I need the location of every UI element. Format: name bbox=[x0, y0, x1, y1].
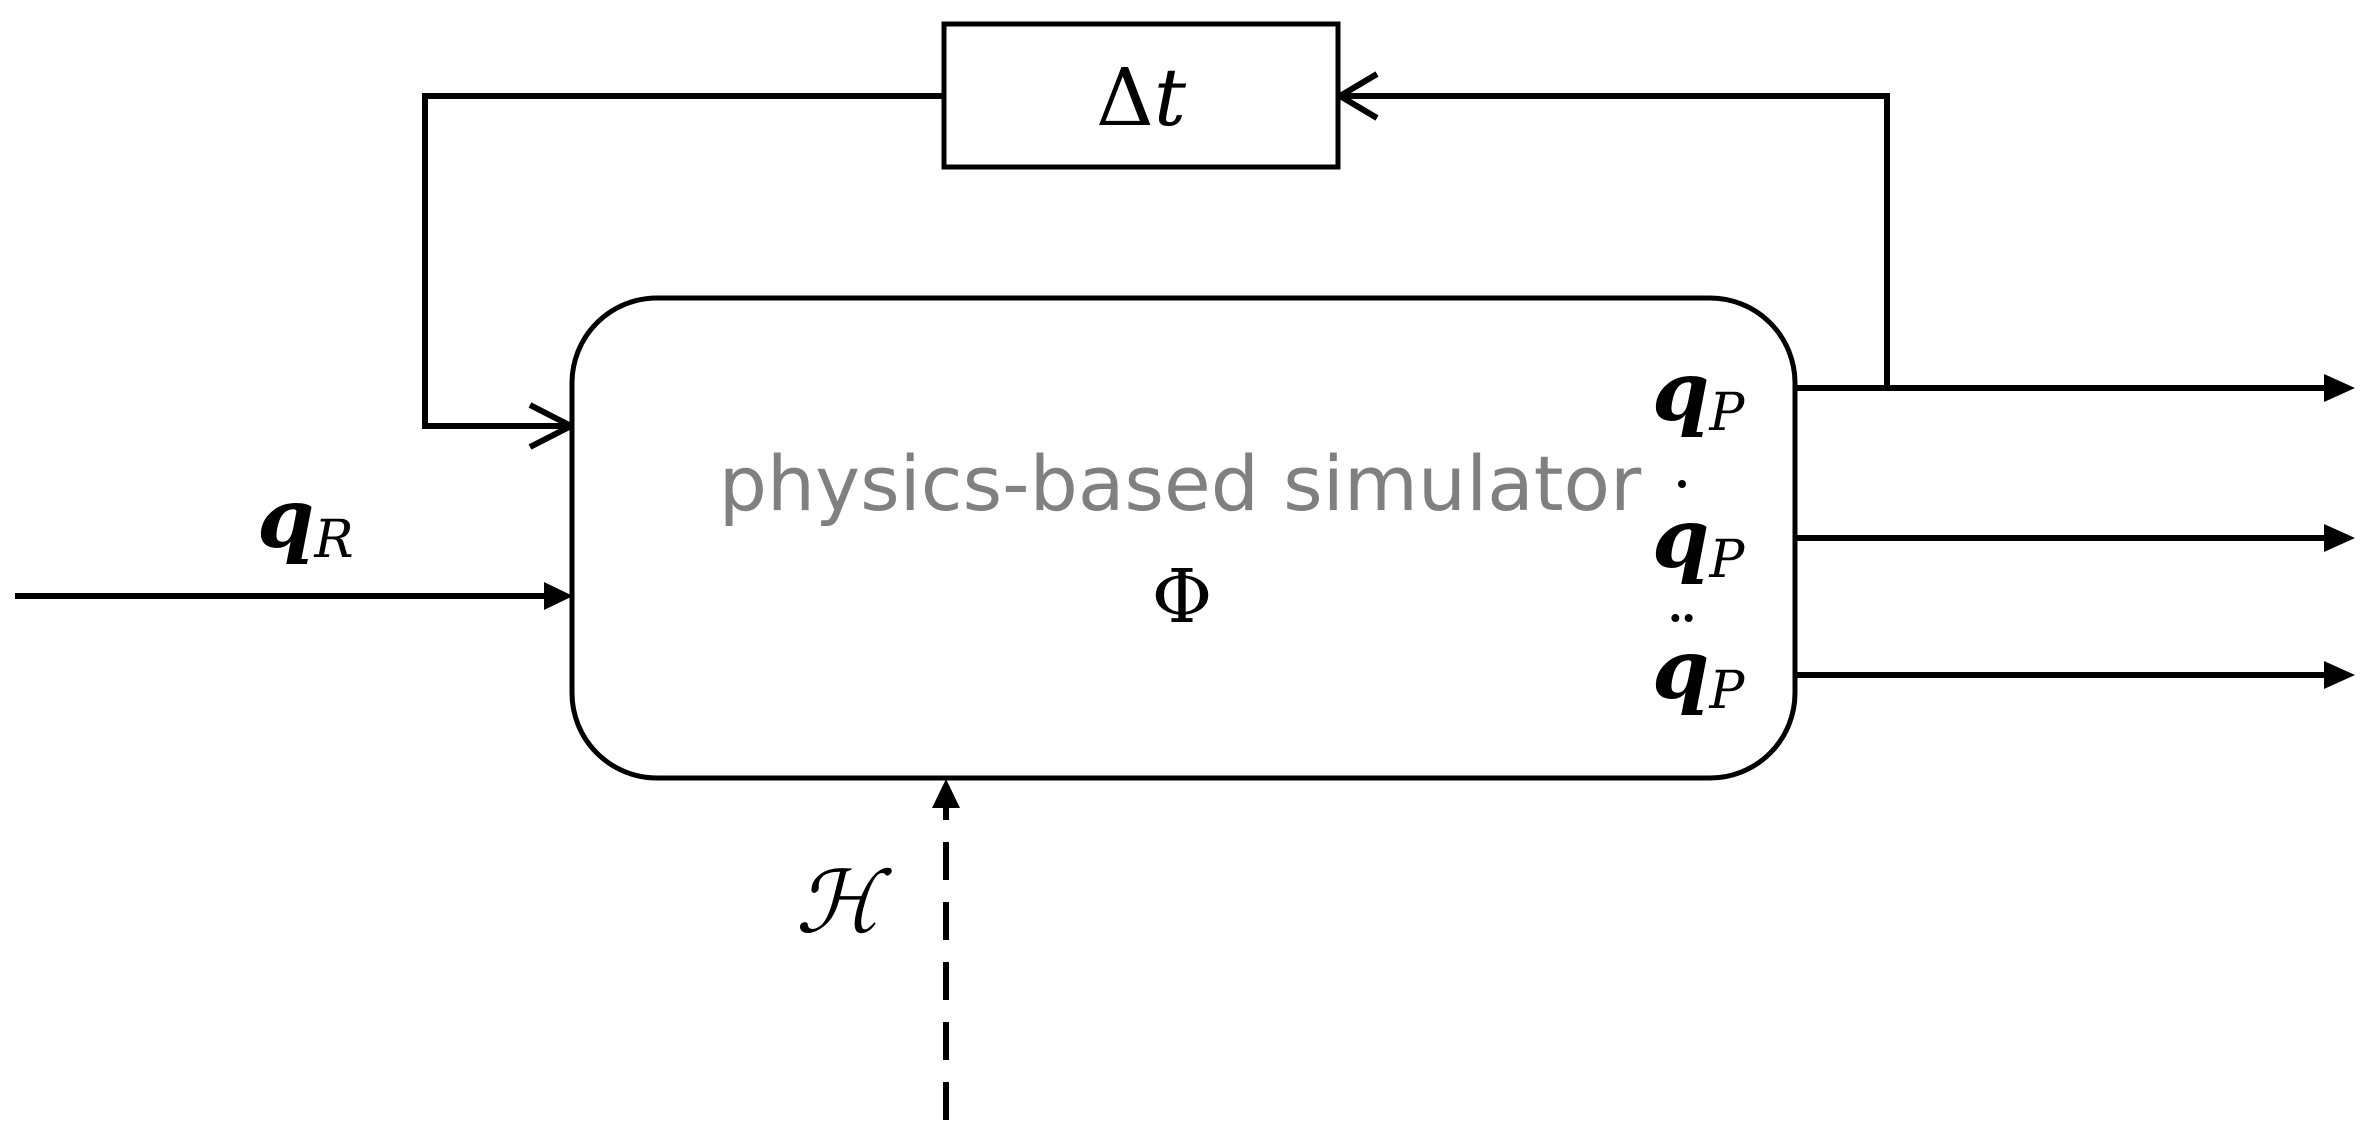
delay-block-label: Δt bbox=[1096, 51, 1187, 144]
output-label-velocity: ˙ qP bbox=[1652, 469, 1745, 590]
output-arrowhead-acceleration bbox=[2324, 661, 2355, 689]
acceleration-ddot-accent: ¨ bbox=[1665, 603, 1700, 685]
feedback-line-left bbox=[422, 93, 943, 429]
input-symbol: q bbox=[257, 471, 314, 567]
output-arrowhead-position bbox=[2324, 374, 2355, 402]
delta-symbol: Δ bbox=[1096, 51, 1154, 144]
simulator-operator: Φ bbox=[1152, 554, 1213, 640]
output-subscript-position: P bbox=[1708, 383, 1745, 443]
svg-text:qP: qP bbox=[1652, 491, 1745, 590]
output-symbol-position: q bbox=[1652, 344, 1709, 440]
output-symbol-velocity: q bbox=[1652, 491, 1709, 587]
input-arrowhead bbox=[544, 582, 573, 610]
output-arrowhead-velocity bbox=[2324, 524, 2355, 552]
simulator-block bbox=[569, 295, 1798, 781]
output-label-acceleration: ¨ qP bbox=[1652, 603, 1745, 721]
disturbance-arrowhead bbox=[932, 779, 960, 808]
input-subscript: R bbox=[313, 510, 353, 570]
output-label-position: qP bbox=[1652, 344, 1745, 443]
svg-text:qP: qP bbox=[1652, 622, 1745, 721]
output-symbol-acceleration: q bbox=[1652, 622, 1709, 718]
time-symbol: t bbox=[1154, 51, 1187, 144]
output-subscript-acceleration: P bbox=[1708, 661, 1745, 721]
input-label: qR bbox=[257, 471, 354, 570]
delay-block bbox=[941, 21, 1341, 170]
disturbance-label: ℋ bbox=[796, 853, 893, 953]
velocity-dot-accent: ˙ bbox=[1665, 469, 1700, 551]
simulator-label: physics-based simulator bbox=[719, 439, 1642, 528]
output-subscript-velocity: P bbox=[1708, 530, 1745, 590]
